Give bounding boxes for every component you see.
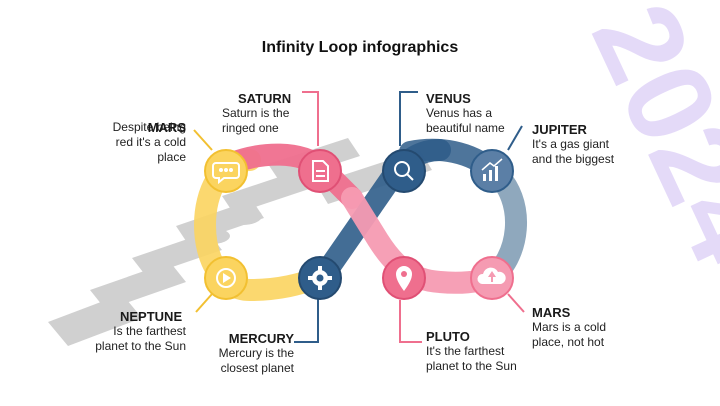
label-text: Venus has a beautiful name [426, 106, 505, 135]
document-icon [312, 160, 329, 182]
label-text: Saturn is the ringed one [222, 106, 290, 135]
label-mars-left: MARS Despite being red it's a cold place [96, 120, 186, 165]
gear-icon [308, 266, 332, 290]
icon-circle-saturn[interactable] [298, 149, 342, 193]
label-title: MARS [147, 120, 186, 135]
label-text: Mars is a cold place, not hot [532, 320, 607, 349]
icon-circle-neptune[interactable] [204, 256, 248, 300]
label-text: It's the farthest planet to the Sun [426, 344, 517, 373]
icon-circle-venus[interactable] [382, 149, 426, 193]
label-title: NEPTUNE [120, 309, 183, 324]
search-icon [394, 161, 414, 181]
label-mars-right: MARS Mars is a cold place, not hot [532, 305, 622, 350]
label-neptune: NEPTUNE Is the farthest planet to the Su… [86, 309, 186, 354]
label-text: Is the farthest planet to the Sun [95, 324, 186, 353]
icon-circle-mercury[interactable] [298, 256, 342, 300]
label-title: JUPITER [532, 122, 587, 137]
play-icon [216, 268, 236, 288]
label-title: VENUS [426, 91, 471, 106]
label-text: Despite being red it's a cold place [112, 120, 186, 164]
icon-circle-jupiter[interactable] [470, 149, 514, 193]
label-saturn: SATURN Saturn is the ringed one [222, 91, 302, 136]
label-title: MERCURY [228, 331, 294, 346]
label-title: MARS [532, 305, 571, 320]
label-title: SATURN [238, 91, 292, 106]
bar-chart-icon [481, 158, 503, 181]
label-mercury: MERCURY Mercury is the closest planet [208, 331, 294, 376]
icon-circle-pluto[interactable] [382, 256, 426, 300]
label-text: Mercury is the closest planet [218, 346, 294, 375]
location-pin-icon [396, 266, 412, 291]
label-pluto: PLUTO It's the farthest planet to the Su… [426, 329, 526, 374]
label-jupiter: JUPITER It's a gas giant and the biggest [532, 122, 632, 167]
connector-lines [193, 91, 525, 343]
icon-circle-mars-right[interactable] [470, 256, 514, 300]
icon-circle-mars-left[interactable] [204, 149, 248, 193]
cloud-upload-icon [477, 267, 506, 284]
label-title: PLUTO [426, 329, 470, 344]
chat-bubble-icon [212, 162, 240, 185]
page-title: Infinity Loop infographics [262, 39, 459, 56]
label-venus: VENUS Venus has a beautiful name [426, 91, 518, 136]
label-text: It's a gas giant and the biggest [532, 137, 615, 166]
